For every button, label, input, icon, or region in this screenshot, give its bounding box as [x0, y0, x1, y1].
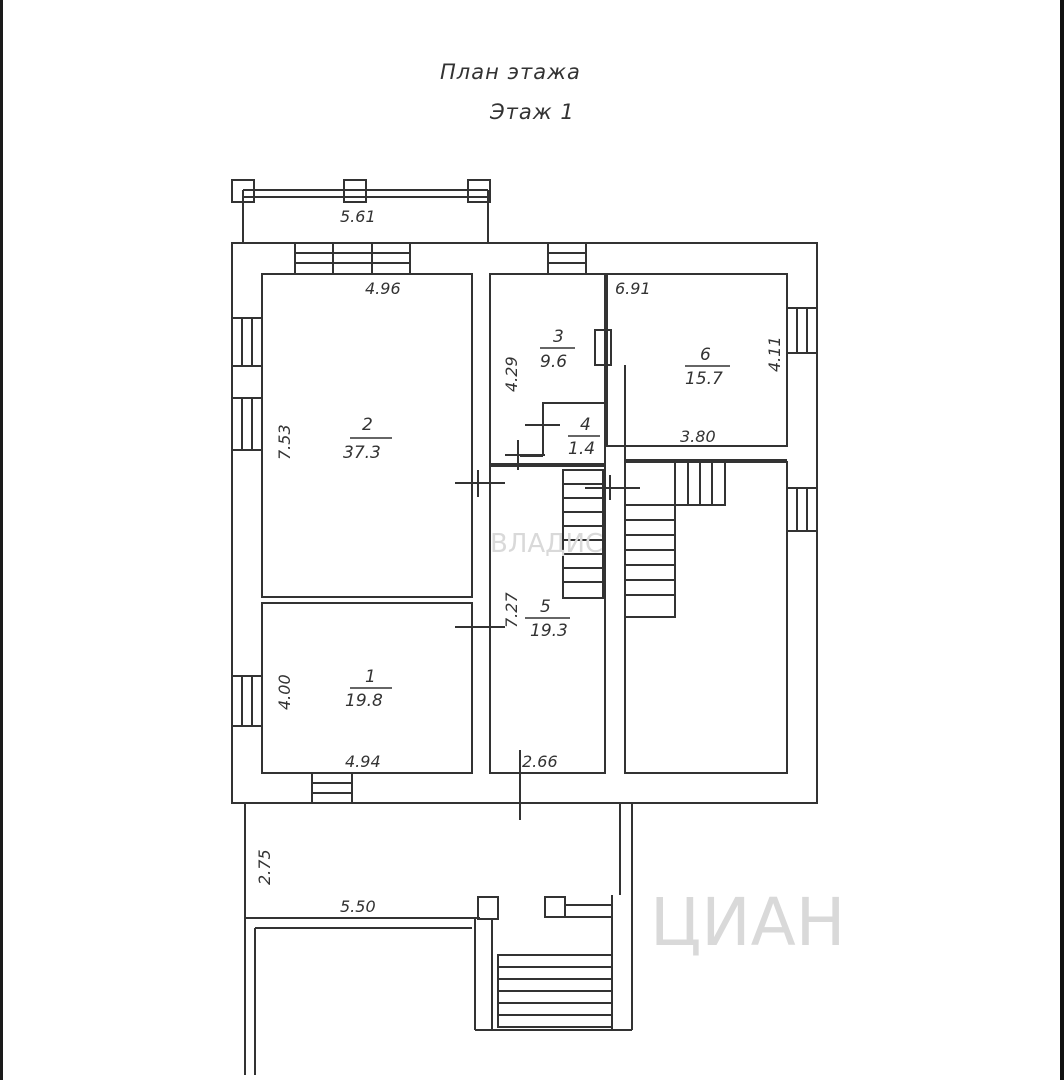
room-3-number: 3: [553, 327, 564, 347]
room-6-area: 15.7: [685, 369, 723, 389]
watermark-corner: ЦИАН: [650, 884, 845, 961]
room-labels: 2 37.3 1 19.8 3 9.6 4 1.4 5 19.3 6 15.7: [343, 327, 730, 711]
room-6-number: 6: [700, 345, 711, 365]
dim-hall-width: 2.66: [522, 752, 558, 771]
dim-room1-width: 4.94: [345, 752, 381, 771]
room-1-number: 1: [365, 667, 376, 687]
floor-subtitle: Этаж 1: [490, 100, 575, 124]
room-1-area: 19.8: [345, 691, 383, 711]
balcony-post-right: [467, 179, 491, 203]
dim-room2-width: 4.96: [365, 279, 401, 298]
dim-room1-height: 4.00: [275, 674, 294, 710]
image-border-right: [1060, 0, 1064, 1080]
room-5-number: 5: [540, 597, 551, 617]
dim-terrace-width: 5.50: [340, 897, 376, 916]
outer-wall: [231, 242, 818, 804]
dim-room6-height: 4.11: [765, 336, 784, 372]
room-5-outline: [489, 465, 606, 774]
dim-hall-height: 7.27: [502, 592, 521, 628]
interior-stairs-right: [624, 504, 676, 618]
balcony-post-left: [231, 179, 255, 203]
room-2-area: 37.3: [343, 443, 381, 463]
watermark-center: ВЛАДИС: [490, 529, 603, 559]
room-4-number: 4: [580, 415, 591, 435]
room-5-area: 19.3: [530, 621, 568, 641]
balcony-post-mid: [343, 179, 367, 203]
dim-balcony-width: 5.61: [340, 207, 376, 226]
room-3-area: 9.6: [540, 352, 567, 372]
dim-room3-height: 4.29: [502, 356, 521, 392]
room-4-area: 1.4: [568, 439, 595, 459]
interior-stairs-left: [562, 469, 604, 599]
dim-room6-inner-width: 3.80: [680, 427, 716, 446]
dim-terrace-depth: 2.75: [255, 849, 274, 885]
room-2-number: 2: [362, 415, 373, 435]
room-6-outline: [606, 273, 788, 447]
windows: [231, 242, 818, 804]
dim-room6-width: 6.91: [615, 279, 651, 298]
dimension-labels: 5.61 4.96 6.91 4.29 4.11 7.53 3.80 7.27 …: [255, 207, 784, 916]
plan-title: План этажа: [440, 60, 581, 84]
dim-room2-height: 7.53: [275, 424, 294, 460]
image-border-left: [0, 0, 3, 1080]
